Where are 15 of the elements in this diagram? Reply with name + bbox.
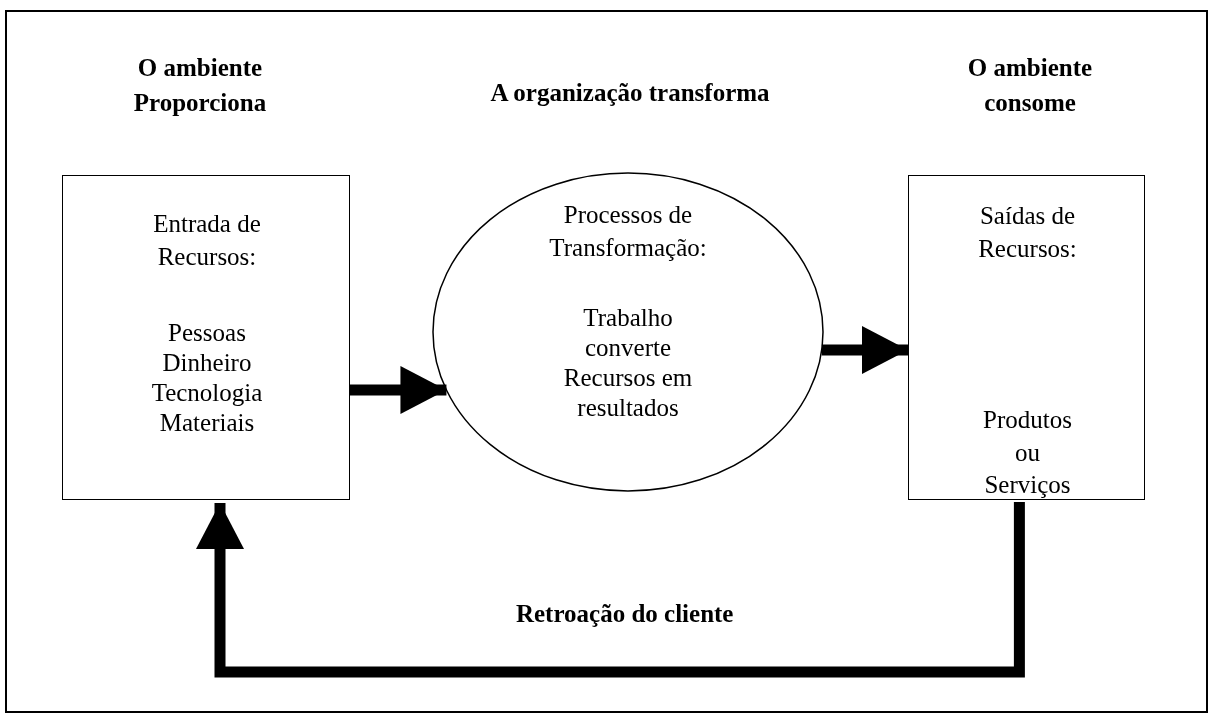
box-heading: Saídas de Recursos: bbox=[977, 201, 1078, 264]
box-heading: Entrada de Recursos: bbox=[152, 209, 262, 272]
column-heading: A organização transforma bbox=[489, 78, 771, 108]
process-circle bbox=[432, 172, 824, 492]
output-box bbox=[908, 175, 1145, 500]
box-text: Produtos ou Serviços bbox=[982, 405, 1073, 500]
input-box bbox=[62, 175, 350, 500]
column-heading: O ambiente Proporciona bbox=[132, 53, 268, 118]
arrow bbox=[350, 366, 447, 414]
box-text: Pessoas Dinheiro Tecnologia Materiais bbox=[150, 318, 264, 438]
box-text: Trabalho converte Recursos em resultados bbox=[562, 303, 694, 423]
arrow bbox=[821, 326, 908, 374]
column-heading: O ambiente consome bbox=[966, 53, 1094, 118]
box-heading: Processos de Transformação: bbox=[548, 200, 708, 263]
arrow bbox=[196, 502, 1025, 678]
